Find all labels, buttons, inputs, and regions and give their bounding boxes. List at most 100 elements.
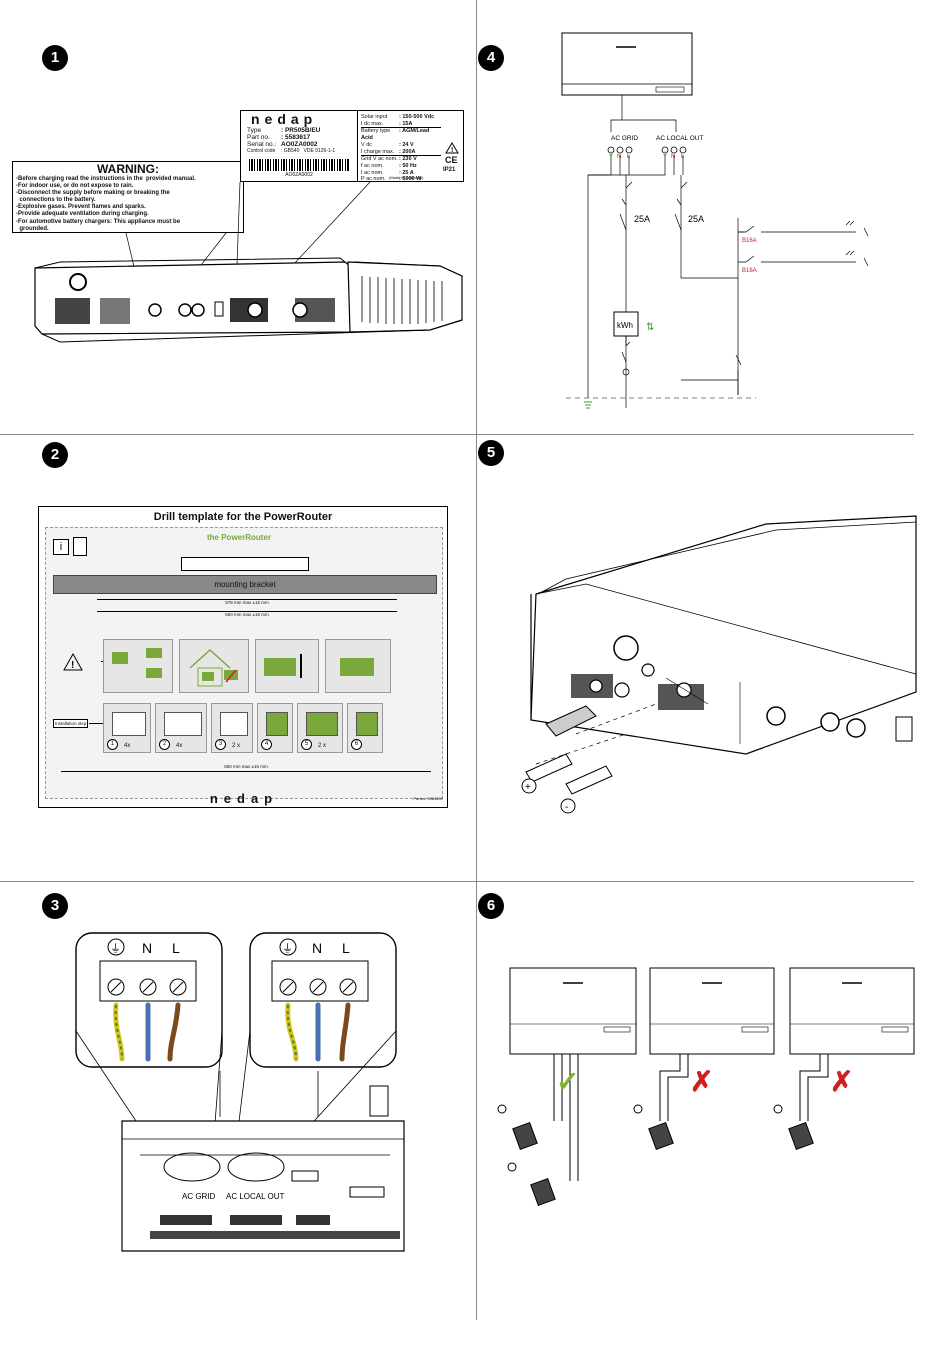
install-step-number: 2 [159,739,170,750]
b16a-label-1: B16A [742,238,757,244]
drill-template-title: Drill template for the PowerRouter [153,511,333,523]
made-in: (Made in Germany) [389,175,424,180]
warning-line: -Before charging read the instructions i… [16,176,196,182]
warning-title: WARNING: [97,162,159,176]
label-spec-val: : 24 V [399,141,414,148]
label-control-val: : GB540 [281,148,300,154]
install-hint: 2 x [232,743,241,749]
caution-icon: ! [63,653,83,671]
label-spec-val: : 25 A [399,169,414,176]
solar-panel-icon [530,1177,556,1207]
install-hint: 4x [124,743,131,749]
install-step-number: 3 [215,739,226,750]
tile-orientation [325,639,391,693]
label-spec-key: Solar input [361,114,388,120]
step-badge-2: 2 [42,442,68,468]
install-hint: 4x [176,743,183,749]
solar-panel-icon [512,1121,538,1151]
terminal-right-earth: ⏚ [282,942,293,955]
sun-icon [507,1162,517,1172]
svg-text:⏚: ⏚ [662,151,668,158]
label-barcode [249,159,349,171]
terminal-left-earth: ⏚ [110,942,121,955]
label-spec-val: : 50 Hz [399,162,417,169]
warning-triangle-icon: ! [445,141,459,159]
install-step-tile: 1 4x [103,703,151,753]
dim-line-1: 578 mm max ±15 mm [97,599,397,605]
inverter-front [509,967,637,1055]
terminal-left-n: N [142,940,152,956]
vertical-divider [476,0,477,1320]
drill-template: Drill template for the PowerRouter i the… [38,506,448,808]
label-spec-key: Battery type [361,128,391,135]
mounting-bracket-label: mounting bracket [214,580,276,589]
warning-line: -Provide adequate ventilation during cha… [16,211,149,218]
sun-icon [773,1104,783,1114]
drill-template-brand: nedap [209,791,279,806]
label-spec-val: : 15A [399,120,413,127]
label-spec-key: I ac nom. [361,169,384,176]
ip-rating: IP21 [443,167,456,173]
install-step-number: 1 [107,739,118,750]
cross-icon: ✗ [690,1066,713,1097]
terminal-right-l: L [342,940,350,956]
label-vde: VDE 0126-1-1 [303,148,336,154]
install-step-tile: 6 [347,703,383,753]
kwh-meter-label: kWh [617,321,633,330]
breaker-25a-1: 25A [634,214,650,224]
label-spec-row: Solar input: 150-500 Vdc [361,114,441,121]
warning-label: WARNING: -Before charging read the instr… [12,161,244,233]
label-spec-row: f ac nom. : 50 Hz [361,163,441,170]
warning-line: -Explosive gases. Prevent flames and spa… [16,204,146,211]
install-step-number: 5 [301,739,312,750]
powerrouter-subtitle: the PowerRouter [207,533,272,542]
warning-line: -For automotive battery chargers: This a… [16,218,181,225]
step-badge-3: 3 [42,893,68,919]
sun-icon [497,1104,507,1114]
breaker-25a-2: 25A [688,214,704,224]
dc-plus-label: + [525,782,531,793]
label-spec-val: : 5000 W [399,176,422,183]
dc-minus-label: - [565,802,568,813]
dim-line-3: 650 mm max ±15 mm [61,764,431,772]
ac-grid-terminal-label: AC GRID [182,1192,216,1201]
inverter-front [649,967,775,1055]
label-spec-val: : 230 V [399,156,417,163]
label-spec-key: I dc max. [361,120,384,127]
label-spec-val: : AGM/Lead Acid [361,128,430,142]
warning-line: connections to the battery. [16,197,96,204]
ce-mark: CE [445,155,458,165]
terminal-left-l: L [172,940,180,956]
install-step-tile: 3 2 x [211,703,253,753]
ac-grid-label: AC GRID [611,135,638,142]
label-serial-key: Serial no.: [247,141,277,148]
pv-string-options: ✓✗✗ [476,881,950,1321]
ac-local-label: AC LOCAL OUT [656,135,703,142]
label-spec-row: I charge max.: 200A [361,149,441,157]
install-step-number: 4 [261,739,272,750]
ac-local-terminal-label: AC LOCAL OUT [226,1192,284,1201]
install-step-tile: 2 4x [155,703,207,753]
wiring-diagram: AC GRID AC LOCAL OUT ⏚ ⏚ N L N L [561,32,869,409]
divider-row-1 [0,434,914,435]
sun-icon [633,1104,643,1114]
svg-text:⏚: ⏚ [608,151,614,158]
install-step-tile: 4 [257,703,293,753]
install-step-number: 6 [351,739,362,750]
label-part-key: Part no. [247,134,270,141]
pv-options-svg: ✓✗✗ [497,967,915,1207]
step-badge-1: 1 [42,45,68,71]
label-part-val: : 5583617 [281,134,311,141]
label-spec-key: I charge max. [361,148,395,155]
label-brand-logo: nedap [251,111,318,127]
local-n-label: N [671,154,675,160]
mounting-bracket: mounting bracket [53,575,437,594]
label-spec-key: f ac nom. [361,162,384,169]
type-label: nedap Type: PR505B/EU Part no.: 5583617 … [240,110,464,182]
step1-panel: WARNING: -Before charging read the instr… [0,0,476,434]
level-indicator [181,557,309,571]
label-spec-row: Battery type: AGM/Lead Acid [361,128,441,141]
label-type-val: : PR505B/EU [281,127,321,134]
tile-clearance [103,639,173,693]
